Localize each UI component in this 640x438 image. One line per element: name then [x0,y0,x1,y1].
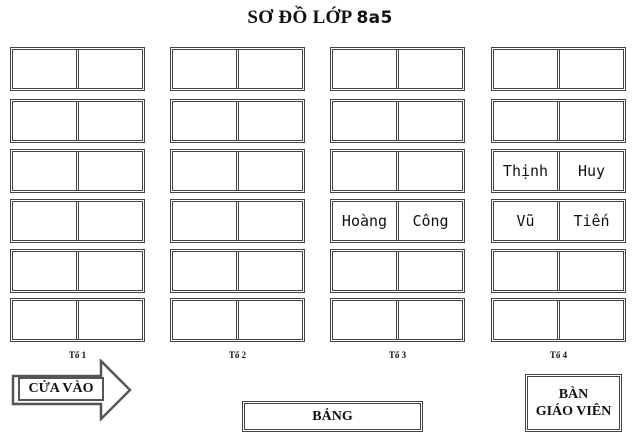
desk-group4-row1 [491,47,626,91]
desk-group2-row4 [170,199,305,243]
seat [76,102,142,140]
seat: Huy [557,152,623,190]
seat [557,50,623,88]
desk-group2-row5 [170,249,305,293]
group-label: Tổ 1 [68,350,87,360]
seat [557,252,623,290]
desk-group4-row5 [491,249,626,293]
seat [236,102,302,140]
seat: Tiến [557,202,623,240]
seat [557,301,623,339]
group-label: Tổ 3 [388,350,407,360]
seat [173,252,236,290]
seat [173,202,236,240]
group-label: Tổ 2 [228,350,247,360]
seat [333,152,396,190]
door-label: CỬA VÀO [18,377,104,401]
seat [494,252,557,290]
seat [13,102,76,140]
desk-group2-row2 [170,99,305,143]
seat [333,102,396,140]
desk-group2-row6 [170,298,305,342]
group-label: Tổ 4 [549,350,568,360]
desk-group3-row4: Hoàng Công [330,199,465,243]
seat [76,202,142,240]
seat [236,152,302,190]
desk-group3-row2 [330,99,465,143]
seat [396,102,462,140]
blackboard: BẢNG [242,401,423,432]
desk-group1-row3 [10,149,145,193]
desk-group4-row6 [491,298,626,342]
seat [396,50,462,88]
seat [333,252,396,290]
teacher-desk-line1: BÀN [558,387,589,402]
desk-group3-row6 [330,298,465,342]
desk-group4-row2 [491,99,626,143]
teacher-desk: BÀN GIÁO VIÊN [525,374,622,432]
desk-group4-row4: Vũ Tiến [491,199,626,243]
seat [557,102,623,140]
seat [76,50,142,88]
seat [236,202,302,240]
title-class-name: 8a5 [356,8,393,28]
seat [494,301,557,339]
seat [76,301,142,339]
desk-group2-row1 [170,47,305,91]
seat [494,102,557,140]
seat [333,301,396,339]
seat [13,301,76,339]
seat [173,50,236,88]
desk-group3-row1 [330,47,465,91]
seat: Công [396,202,462,240]
page-title: SƠ ĐỒ LỚP 8a5 [0,7,640,29]
seat [236,301,302,339]
desk-group1-row5 [10,249,145,293]
title-main: SƠ ĐỒ LỚP [247,7,352,28]
seat [236,50,302,88]
seat [13,252,76,290]
seat [173,102,236,140]
seat [396,152,462,190]
desk-group1-row4 [10,199,145,243]
entrance-door: CỬA VÀO [11,359,133,421]
seat [236,252,302,290]
seat: Thịnh [502,162,549,180]
desk-group1-row2 [10,99,145,143]
desk-group3-row3 [330,149,465,193]
desk-group1-row1 [10,47,145,91]
seat [13,202,76,240]
seat [396,301,462,339]
seat [173,152,236,190]
seat [76,252,142,290]
desk-group2-row3 [170,149,305,193]
desk-group3-row5 [330,249,465,293]
seat [13,50,76,88]
desk-group1-row6 [10,298,145,342]
seat [494,50,557,88]
teacher-desk-line2: GIÁO VIÊN [535,404,612,419]
seat [13,152,76,190]
seat: Hoàng [341,212,388,230]
seat: Vũ [516,212,535,230]
seat [333,50,396,88]
seat [76,152,142,190]
seat [396,252,462,290]
seat [173,301,236,339]
desk-group4-row3: Thịnh Huy [491,149,626,193]
